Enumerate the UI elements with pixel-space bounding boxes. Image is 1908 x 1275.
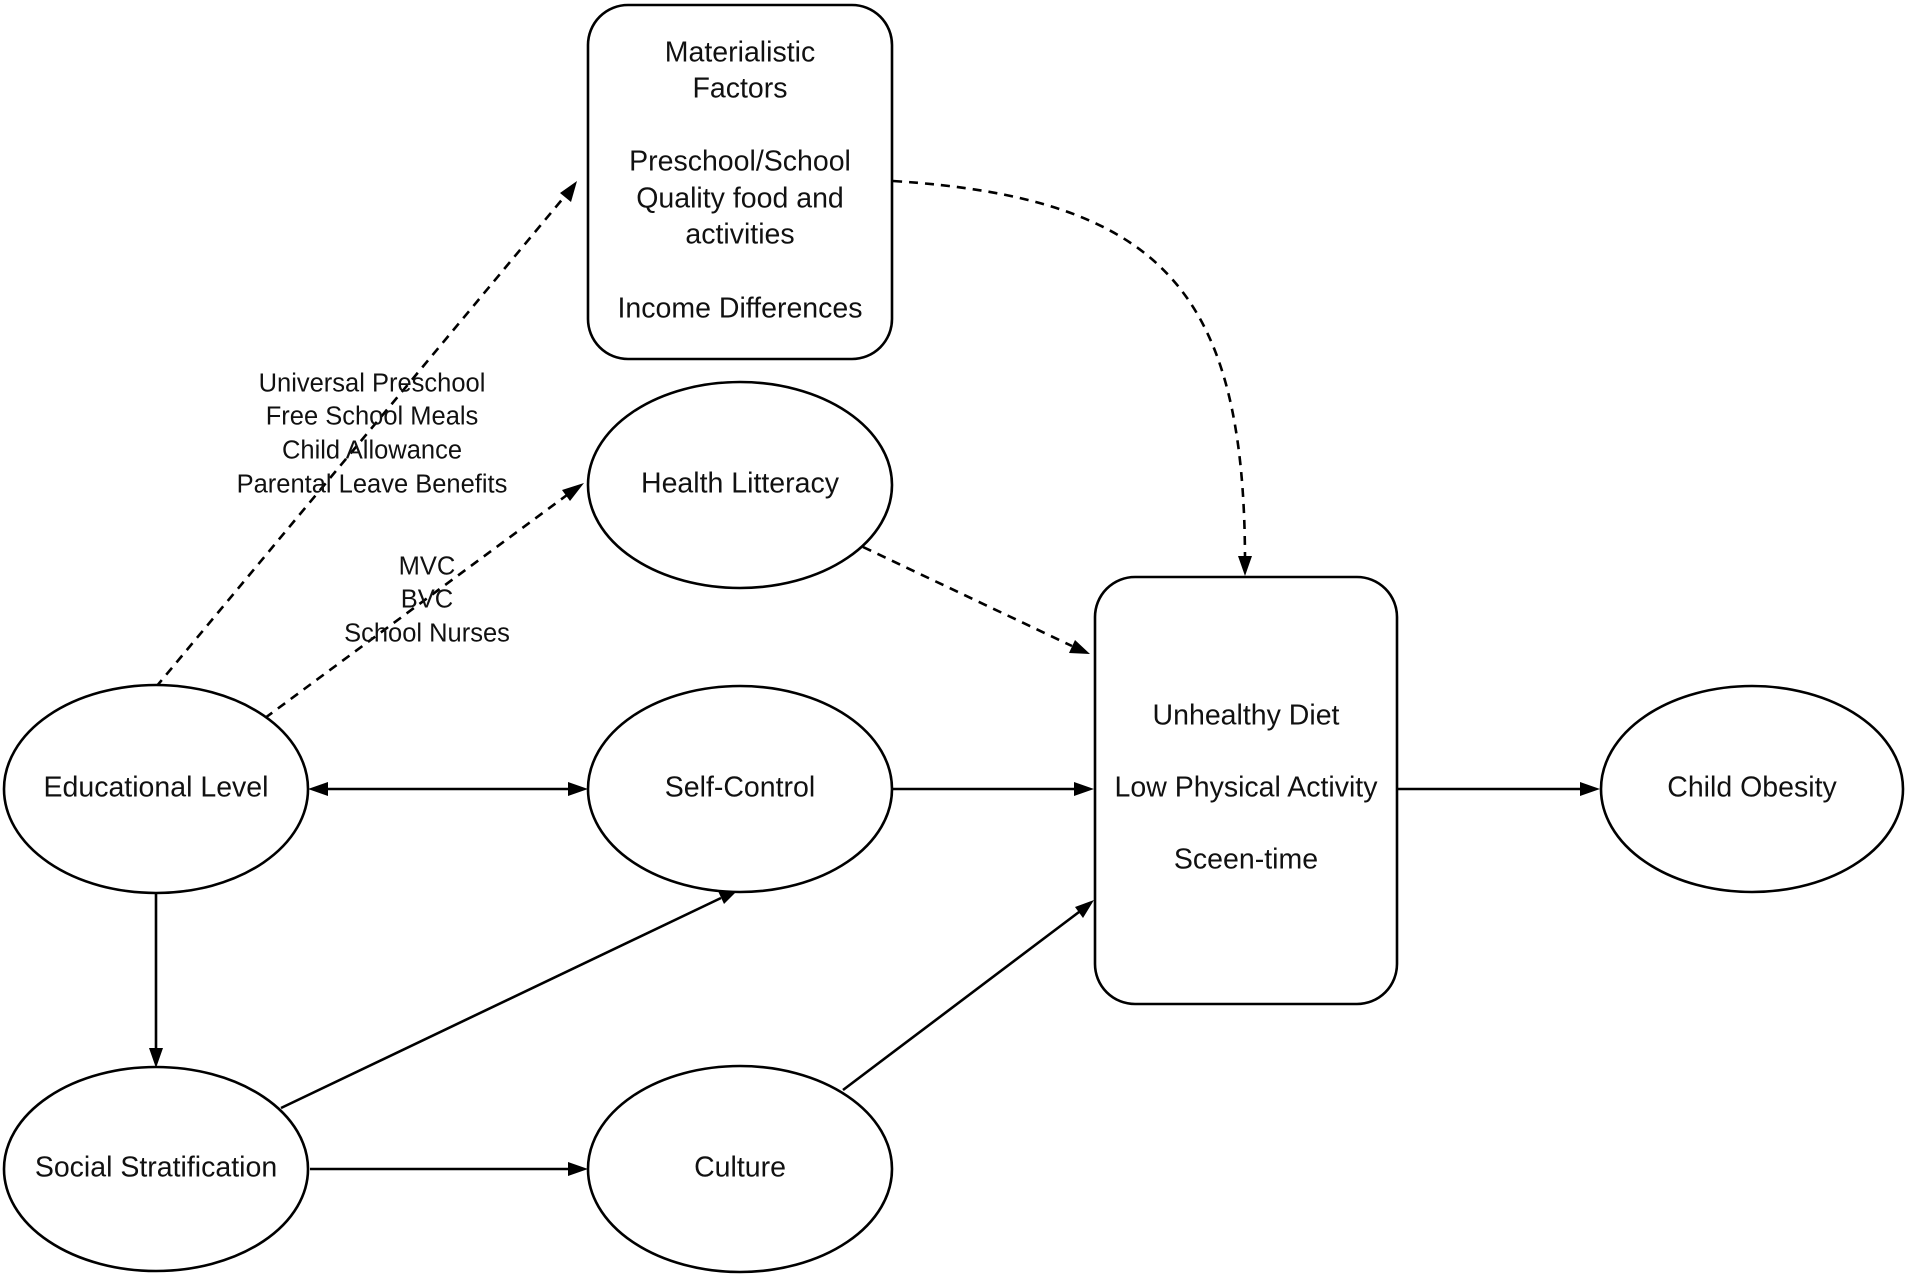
- edge-materialistic-to-behaviours: [892, 179, 1252, 576]
- behaviours-screen-time: Sceen-time: [1174, 844, 1318, 876]
- child-obesity-label: Child Obesity: [1667, 772, 1837, 804]
- self-control-label: Self-Control: [665, 772, 815, 804]
- service-school-nurses: School Nurses: [344, 620, 510, 648]
- materialistic-line-1: Materialistic: [665, 37, 815, 69]
- edge-culture-to-behaviours: [842, 900, 1094, 1092]
- edges: [149, 179, 1600, 1176]
- edge-social-stratification-to-self-control: [280, 889, 739, 1110]
- edge-health-litteracy-to-behaviours: [862, 545, 1090, 654]
- service-mvc: MVC: [399, 553, 456, 581]
- materialistic-line-5: Quality food and: [636, 183, 844, 215]
- culture-label: Culture: [694, 1152, 786, 1184]
- service-bvc: BVC: [401, 586, 453, 614]
- behaviours-unhealthy-diet: Unhealthy Diet: [1153, 700, 1340, 732]
- node-educational-level: Educational Level: [2, 683, 310, 895]
- edge-educational-to-social-stratification: [149, 894, 163, 1068]
- materialistic-line-4: Preschool/School: [629, 146, 851, 178]
- policy-child-allowance: Child Allowance: [282, 437, 462, 465]
- policy-parental-leave-benefits: Parental Leave Benefits: [237, 471, 508, 499]
- health-litteracy-label: Health Litteracy: [641, 468, 840, 500]
- node-health-litteracy: Health Litteracy: [586, 380, 894, 590]
- policy-universal-preschool: Universal Preschool: [259, 370, 486, 398]
- materialistic-line-6: activities: [685, 219, 794, 251]
- node-social-stratification: Social Stratification: [2, 1065, 310, 1273]
- services-label: MVC BVC School Nurses: [344, 553, 510, 648]
- materialistic-line-8: Income Differences: [617, 293, 862, 325]
- node-culture: Culture: [586, 1064, 894, 1274]
- materialistic-line-2: Factors: [692, 73, 787, 105]
- node-behaviours: Unhealthy Diet Low Physical Activity Sce…: [1093, 575, 1399, 1006]
- node-child-obesity: Child Obesity: [1599, 684, 1905, 894]
- edge-educational-to-materialistic: [155, 181, 577, 688]
- node-materialistic-factors: Materialistic Factors Preschool/School Q…: [586, 3, 894, 361]
- educational-level-label: Educational Level: [44, 772, 269, 804]
- social-stratification-label: Social Stratification: [35, 1152, 277, 1184]
- policies-label: Universal Preschool Free School Meals Ch…: [237, 370, 508, 499]
- edge-self-control-to-behaviours: [893, 782, 1094, 796]
- edge-behaviours-to-child-obesity: [1398, 782, 1600, 796]
- policy-free-school-meals: Free School Meals: [266, 403, 479, 431]
- node-self-control: Self-Control: [586, 684, 894, 894]
- edge-social-stratification-to-culture: [310, 1162, 588, 1176]
- behaviours-low-physical-activity: Low Physical Activity: [1115, 772, 1379, 804]
- edge-educational-self-control: [308, 782, 588, 796]
- edge-educational-to-health-litteracy: [264, 483, 584, 720]
